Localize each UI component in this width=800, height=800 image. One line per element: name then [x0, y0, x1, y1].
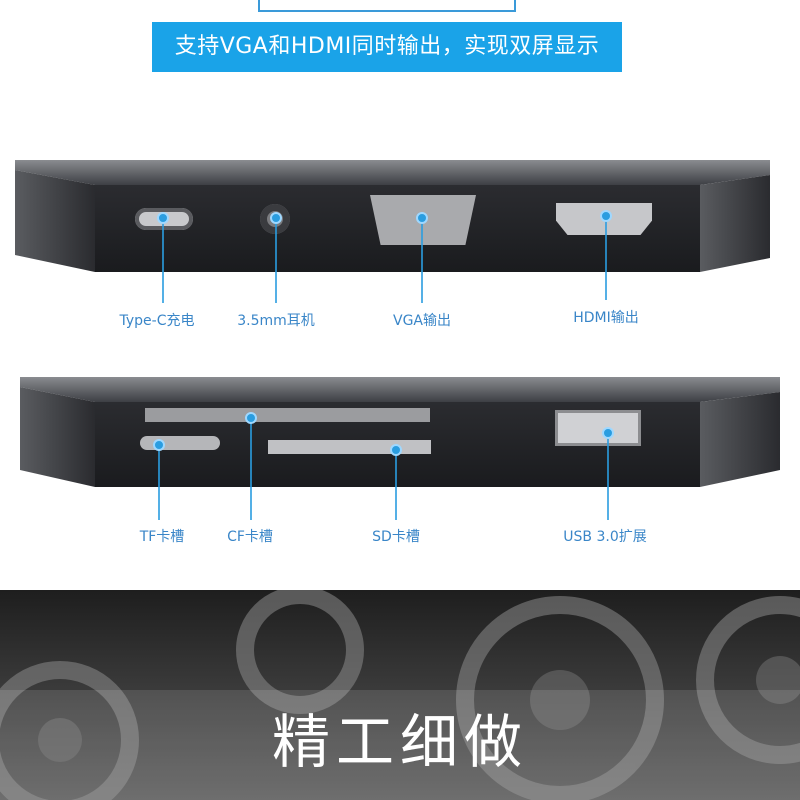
label-usb: USB 3.0扩展	[563, 529, 647, 545]
label-audio: 3.5mm耳机	[237, 313, 315, 329]
label-vga: VGA输出	[392, 313, 452, 329]
label-tf: TF卡槽	[139, 529, 185, 545]
label-cf: CF卡槽	[227, 529, 273, 545]
leader-dot-audio	[270, 212, 282, 224]
leader-dot-hdmi	[600, 210, 612, 222]
feature-banner: 支持VGA和HDMI同时输出，实现双屏显示	[152, 22, 622, 72]
leader-dot-typec	[157, 212, 169, 224]
leader-dot-sd	[390, 444, 402, 456]
cf-slot	[145, 408, 430, 422]
leader-dot-vga	[416, 212, 428, 224]
usb-port	[555, 410, 641, 446]
hub-front-view	[0, 150, 800, 280]
label-typec: Type-C充电	[119, 313, 195, 329]
label-hdmi: HDMI输出	[573, 310, 639, 326]
leader-dot-cf	[245, 412, 257, 424]
top-frame-decoration	[258, 0, 516, 12]
gears-background	[0, 590, 800, 800]
label-sd: SD卡槽	[372, 529, 420, 545]
leader-dot-usb	[602, 427, 614, 439]
craftsmanship-banner: 精工细做	[0, 590, 800, 800]
footer-title: 精工细做	[271, 708, 528, 776]
leader-dot-tf	[153, 439, 165, 451]
